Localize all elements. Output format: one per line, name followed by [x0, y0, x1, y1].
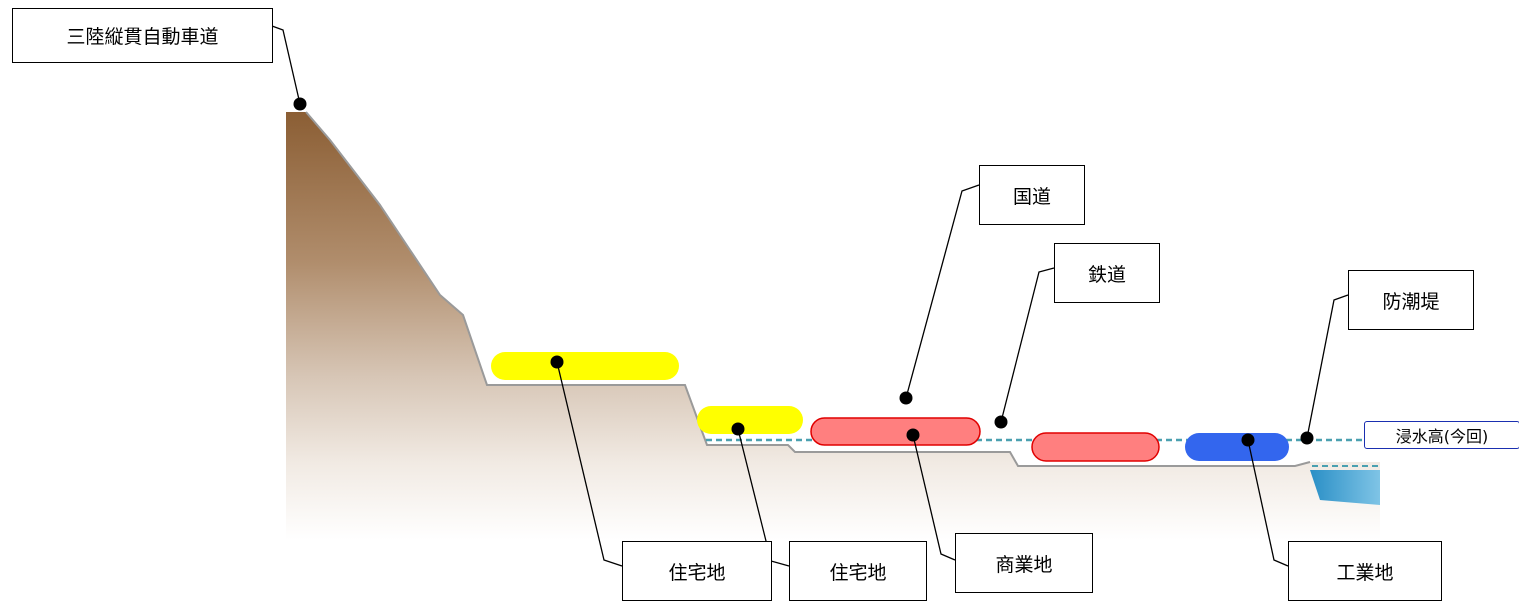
marker-commercial: [906, 428, 920, 442]
leader-commercial: [912, 434, 956, 561]
label-seawall: 防潮堤: [1348, 270, 1474, 330]
marker-residential-1: [550, 355, 564, 369]
residential-zone-1: [491, 352, 679, 380]
label-expressway: 三陸縦貫自動車道: [12, 8, 273, 63]
label-railway: 鉄道: [1054, 243, 1160, 303]
marker-industrial: [1241, 433, 1255, 447]
leader-residential-1: [556, 361, 623, 567]
leader-industrial: [1247, 439, 1289, 567]
leader-national-road: [905, 184, 980, 399]
marker-seawall: [1300, 431, 1314, 445]
label-residential-1: 住宅地: [622, 541, 772, 601]
label-commercial: 商業地: [955, 533, 1093, 593]
commercial-zone-2: [1031, 432, 1160, 462]
terrain-outline: [305, 111, 1311, 467]
marker-railway: [994, 415, 1008, 429]
sea-water: [1310, 470, 1380, 505]
commercial-zone-1: [810, 417, 981, 446]
leader-seawall: [1306, 294, 1349, 439]
marker-residential-2: [731, 422, 745, 436]
leader-railway: [1000, 267, 1055, 423]
label-residential-2: 住宅地: [789, 541, 927, 601]
marker-national-road: [899, 391, 913, 405]
leader-expressway: [271, 25, 301, 105]
terrain-ground: [286, 112, 1380, 540]
label-national-road: 国道: [979, 165, 1085, 225]
marker-expressway: [293, 97, 307, 111]
industrial-zone: [1185, 433, 1289, 461]
label-flood-height: 浸水高(今回): [1364, 421, 1519, 449]
residential-zone-2: [697, 406, 803, 434]
label-industrial: 工業地: [1288, 541, 1442, 601]
